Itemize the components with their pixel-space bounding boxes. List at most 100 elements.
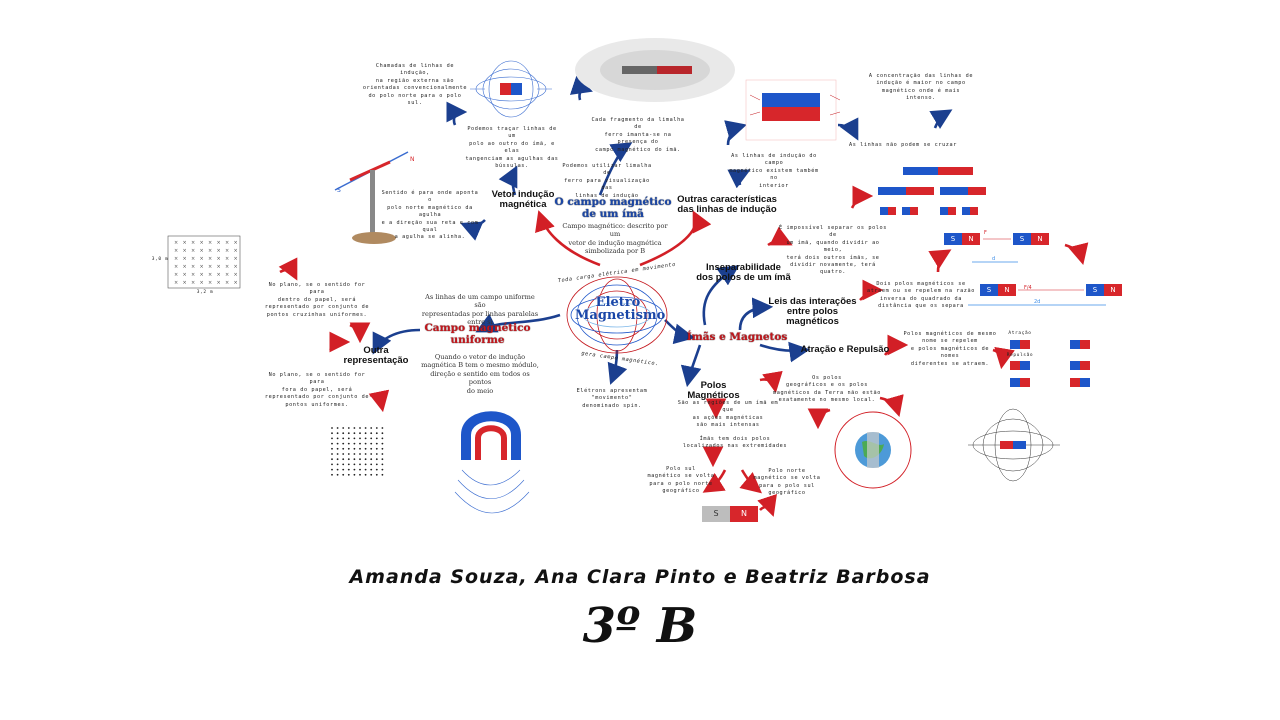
dot-mark xyxy=(370,463,373,466)
cross-mark: × xyxy=(174,272,178,278)
pole-s-4: S xyxy=(1092,286,1098,294)
dot-mark xyxy=(331,453,333,455)
cross-mark: × xyxy=(208,256,212,262)
dot-mark xyxy=(353,468,356,471)
terra-note: Os polos geográficos e os polos magnétic… xyxy=(773,375,881,404)
dot-mark xyxy=(342,468,345,471)
cruzar-note: As linhas não podem se cruzar xyxy=(849,142,957,148)
pole-n-3: N xyxy=(1004,286,1010,294)
cross-mark: × xyxy=(225,272,229,278)
dot-mark xyxy=(359,453,361,455)
dot-mark xyxy=(353,463,356,466)
dot-mark xyxy=(381,447,384,450)
bottom-magnet-n: N xyxy=(741,509,747,518)
dot-mark xyxy=(364,432,367,435)
cross-mark: × xyxy=(183,280,187,286)
center-title: Eletro Magnetismo xyxy=(575,295,666,323)
dot-mark xyxy=(375,458,378,461)
dot-mark xyxy=(336,437,339,440)
compass-field-illustration xyxy=(968,408,1060,482)
dot-mark xyxy=(381,427,384,429)
cross-mark: × xyxy=(200,280,204,286)
insep-note: É impossível separar os polos de um ímã,… xyxy=(779,225,887,276)
dot-mark xyxy=(375,453,378,455)
dot-mark xyxy=(353,453,356,455)
limalha-caption: Cada fragmento da limalha de ferro imant… xyxy=(591,117,685,153)
dot-mark xyxy=(336,468,339,471)
needle-s-label: S xyxy=(337,187,341,194)
cross-mark: × xyxy=(234,256,238,262)
dot-mark xyxy=(331,427,333,429)
dot-mark xyxy=(364,453,367,455)
cross-mark: × xyxy=(200,256,204,262)
tangent-note: Podemos traçar linhas de um polo ao outr… xyxy=(465,126,559,170)
dot-mark xyxy=(336,473,339,476)
uniforme-desc: Quando o vetor de indução magnética B te… xyxy=(421,353,539,395)
cross-mark: × xyxy=(183,256,187,262)
cross-mark: × xyxy=(217,264,221,270)
dot-mark xyxy=(342,453,345,455)
compass-needle-illustration xyxy=(334,151,409,244)
dot-mark xyxy=(364,437,367,440)
dot-mark xyxy=(347,463,350,466)
force-distance-illustration xyxy=(944,233,1122,306)
force-label-f: F xyxy=(984,230,987,236)
dot-mark xyxy=(381,432,384,435)
dot-mark xyxy=(342,458,345,461)
dot-mark xyxy=(347,427,350,429)
needle-n-label: N xyxy=(410,156,415,163)
dot-mark xyxy=(331,463,333,466)
concentracao-note: A concentração das linhas de indução é m… xyxy=(868,73,974,102)
dot-mark xyxy=(364,427,367,429)
dot-mark xyxy=(347,447,350,450)
cross-mark: × xyxy=(217,280,221,286)
cross-mark: × xyxy=(174,248,178,254)
cross-mark: × xyxy=(191,248,195,254)
dot-mark xyxy=(331,473,333,476)
connector-arrows xyxy=(278,75,1089,517)
dot-mark xyxy=(370,427,373,429)
limalha-note: Podemos utilizar limalha de ferro para v… xyxy=(562,163,652,199)
horseshoe-magnet-illustration xyxy=(454,411,530,514)
dot-mark xyxy=(375,463,378,466)
dot-mark xyxy=(331,447,333,450)
cross-mark: × xyxy=(174,280,178,286)
dot-mark xyxy=(331,458,333,461)
repulsao-label: Repulsão xyxy=(1006,353,1034,358)
atracao-title: Atração e Repulsão xyxy=(800,344,890,355)
grid-bottom-label: 3,2 m xyxy=(196,290,214,295)
fora-papel-note: No plano, se o sentido for para fora do … xyxy=(264,372,370,408)
center-field-illustration xyxy=(566,276,668,354)
cross-mark: × xyxy=(183,248,187,254)
dot-mark xyxy=(381,442,384,445)
dot-mark xyxy=(359,468,361,471)
dot-mark xyxy=(331,442,333,445)
compass-field-magnet-n xyxy=(1000,441,1013,449)
dot-mark xyxy=(359,432,361,435)
campo-ima-desc: Campo magnético: descrito por um vetor d… xyxy=(562,222,668,256)
cross-mark: × xyxy=(208,264,212,270)
dot-mark xyxy=(359,458,361,461)
dot-mark xyxy=(381,453,384,455)
dot-mark xyxy=(347,458,350,461)
pole-s-2: S xyxy=(1019,235,1025,243)
cross-mark: × xyxy=(174,256,178,262)
pole-s-1: S xyxy=(950,235,956,243)
compass-field-magnet-s xyxy=(1013,441,1026,449)
cross-mark: × xyxy=(174,264,178,270)
cross-mark: × xyxy=(234,240,238,246)
dot-mark xyxy=(342,473,345,476)
distance-label-d: d xyxy=(992,256,996,262)
dot-mark xyxy=(375,427,378,429)
dot-mark xyxy=(353,458,356,461)
class-label: 3º B xyxy=(582,598,698,654)
cross-mark: × xyxy=(208,240,212,246)
dot-mark xyxy=(353,442,356,445)
dot-mark xyxy=(381,458,384,461)
dot-mark xyxy=(364,463,367,466)
distance-label-2d: 2d xyxy=(1034,299,1041,305)
dot-mark xyxy=(364,442,367,445)
dot-mark xyxy=(347,432,350,435)
regioes-note: São as regiões de um ímã em que as ações… xyxy=(677,400,779,429)
atracao-label: Atração xyxy=(1008,331,1032,336)
